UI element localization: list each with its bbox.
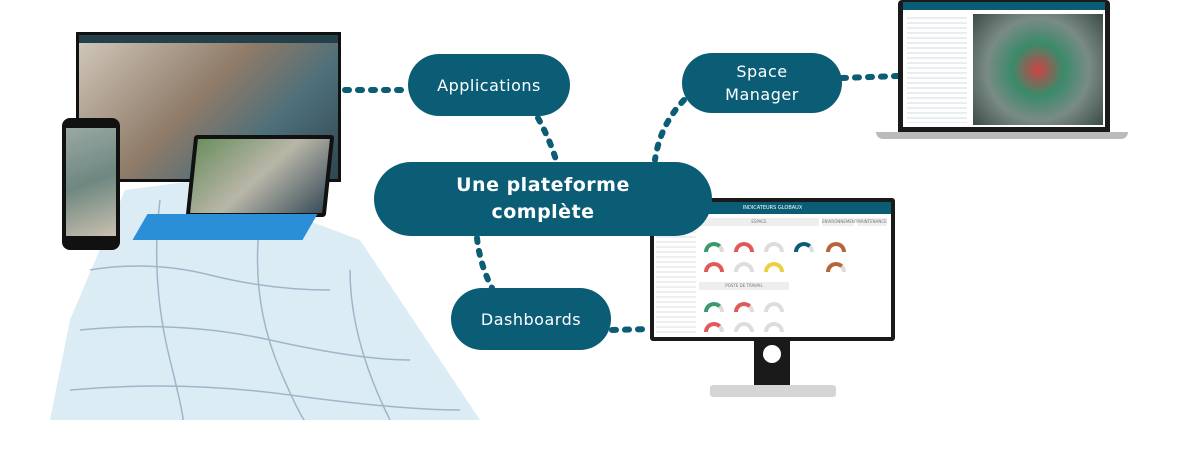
gauge <box>734 322 754 332</box>
gauge <box>764 242 784 252</box>
dashboard-title: INDICATEURS GLOBAUX <box>654 202 891 214</box>
smartphone <box>62 118 120 250</box>
gauge <box>704 242 724 252</box>
node-space-manager: Space Manager <box>682 53 842 113</box>
gauge <box>764 302 784 312</box>
gauge <box>826 262 846 272</box>
node-applications: Applications <box>408 54 570 116</box>
gauge <box>734 242 754 252</box>
gauge <box>764 262 784 272</box>
gauge <box>704 302 724 312</box>
section-espace: ESPACE <box>699 218 819 226</box>
gauge <box>764 322 784 332</box>
tablet <box>185 135 335 217</box>
gauge <box>734 302 754 312</box>
section-environnement: ENVIRONNEMENT <box>822 218 858 226</box>
gauge <box>704 322 724 332</box>
monitor-stand-hole <box>763 345 781 363</box>
gauge <box>794 242 814 252</box>
section-maintenance: MAINTENANCE <box>857 218 887 226</box>
laptop <box>898 0 1110 132</box>
gauge <box>734 262 754 272</box>
laptop-base <box>876 132 1128 139</box>
gauge <box>826 242 846 252</box>
gauge <box>704 262 724 272</box>
puzzle-illustration <box>50 180 480 420</box>
node-dashboards: Dashboards <box>451 288 611 350</box>
monitor-base <box>710 385 836 397</box>
node-center-platform: Une plateforme complète <box>374 162 712 236</box>
tablet-keyboard <box>132 214 318 240</box>
section-poste-de-travail: POSTE DE TRAVAIL <box>699 282 789 290</box>
